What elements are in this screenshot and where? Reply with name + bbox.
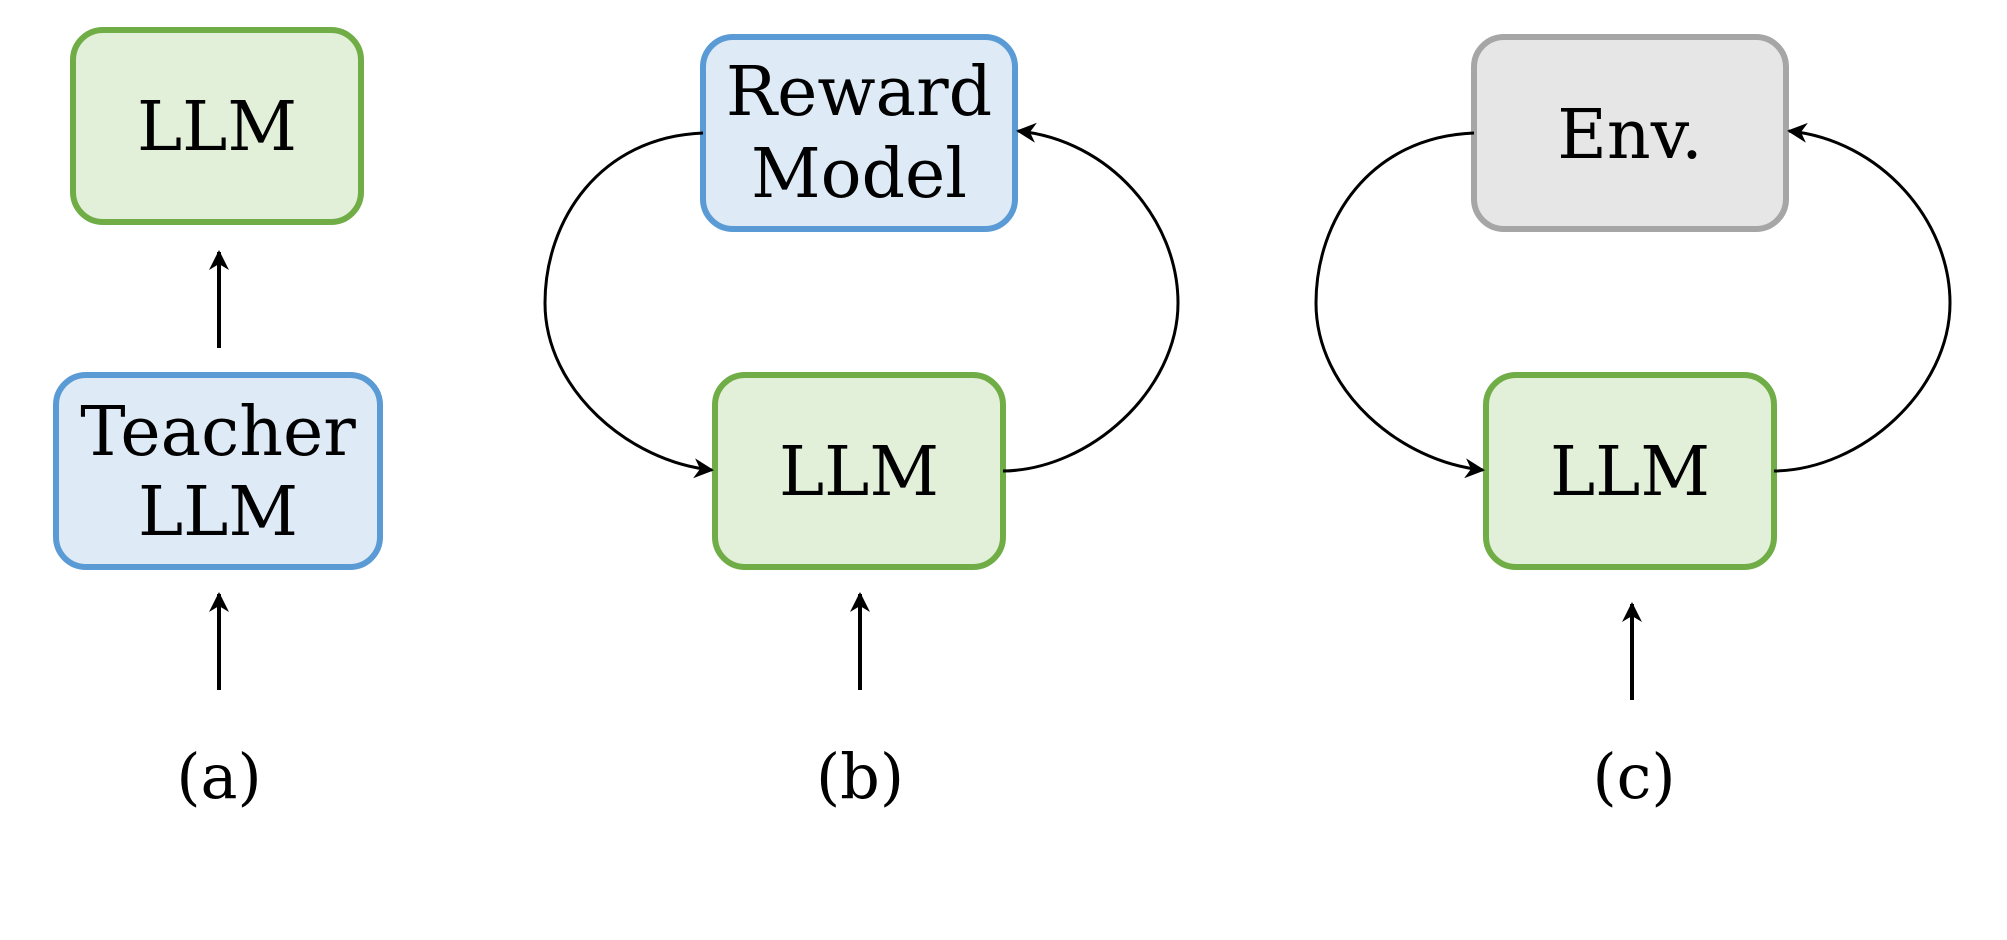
panel-b-model-label: Model [751, 135, 967, 214]
panel-c-left-loop-arrow [1314, 131, 1485, 479]
panel-b: Reward Model LLM (b) [543, 34, 1180, 813]
panel-b-right-loop-arrow [1002, 122, 1180, 473]
panel-a-llm-label: LLM [137, 88, 297, 167]
panel-a-llm-box [70, 27, 364, 225]
panel-a-teacher-label: Teacher [80, 393, 356, 472]
panel-a: LLM Teacher LLM (a) [53, 27, 383, 813]
panel-c-caption: (c) [1592, 740, 1675, 813]
panel-b-llm-label: LLM [779, 433, 939, 512]
panel-a-teacher-llm-box [53, 372, 383, 570]
panel-b-left-loop-arrow [543, 131, 714, 479]
panel-c: Env. LLM (c) [1314, 34, 1952, 813]
panel-a-teacher-llm-label: LLM [138, 473, 298, 552]
panel-c-env-label: Env. [1557, 96, 1702, 175]
panel-c-llm-label: LLM [1550, 433, 1710, 512]
panel-a-caption: (a) [176, 740, 261, 813]
panel-b-reward-label: Reward [726, 53, 992, 132]
panel-c-right-loop-arrow [1773, 122, 1952, 473]
panel-b-caption: (b) [816, 740, 904, 813]
